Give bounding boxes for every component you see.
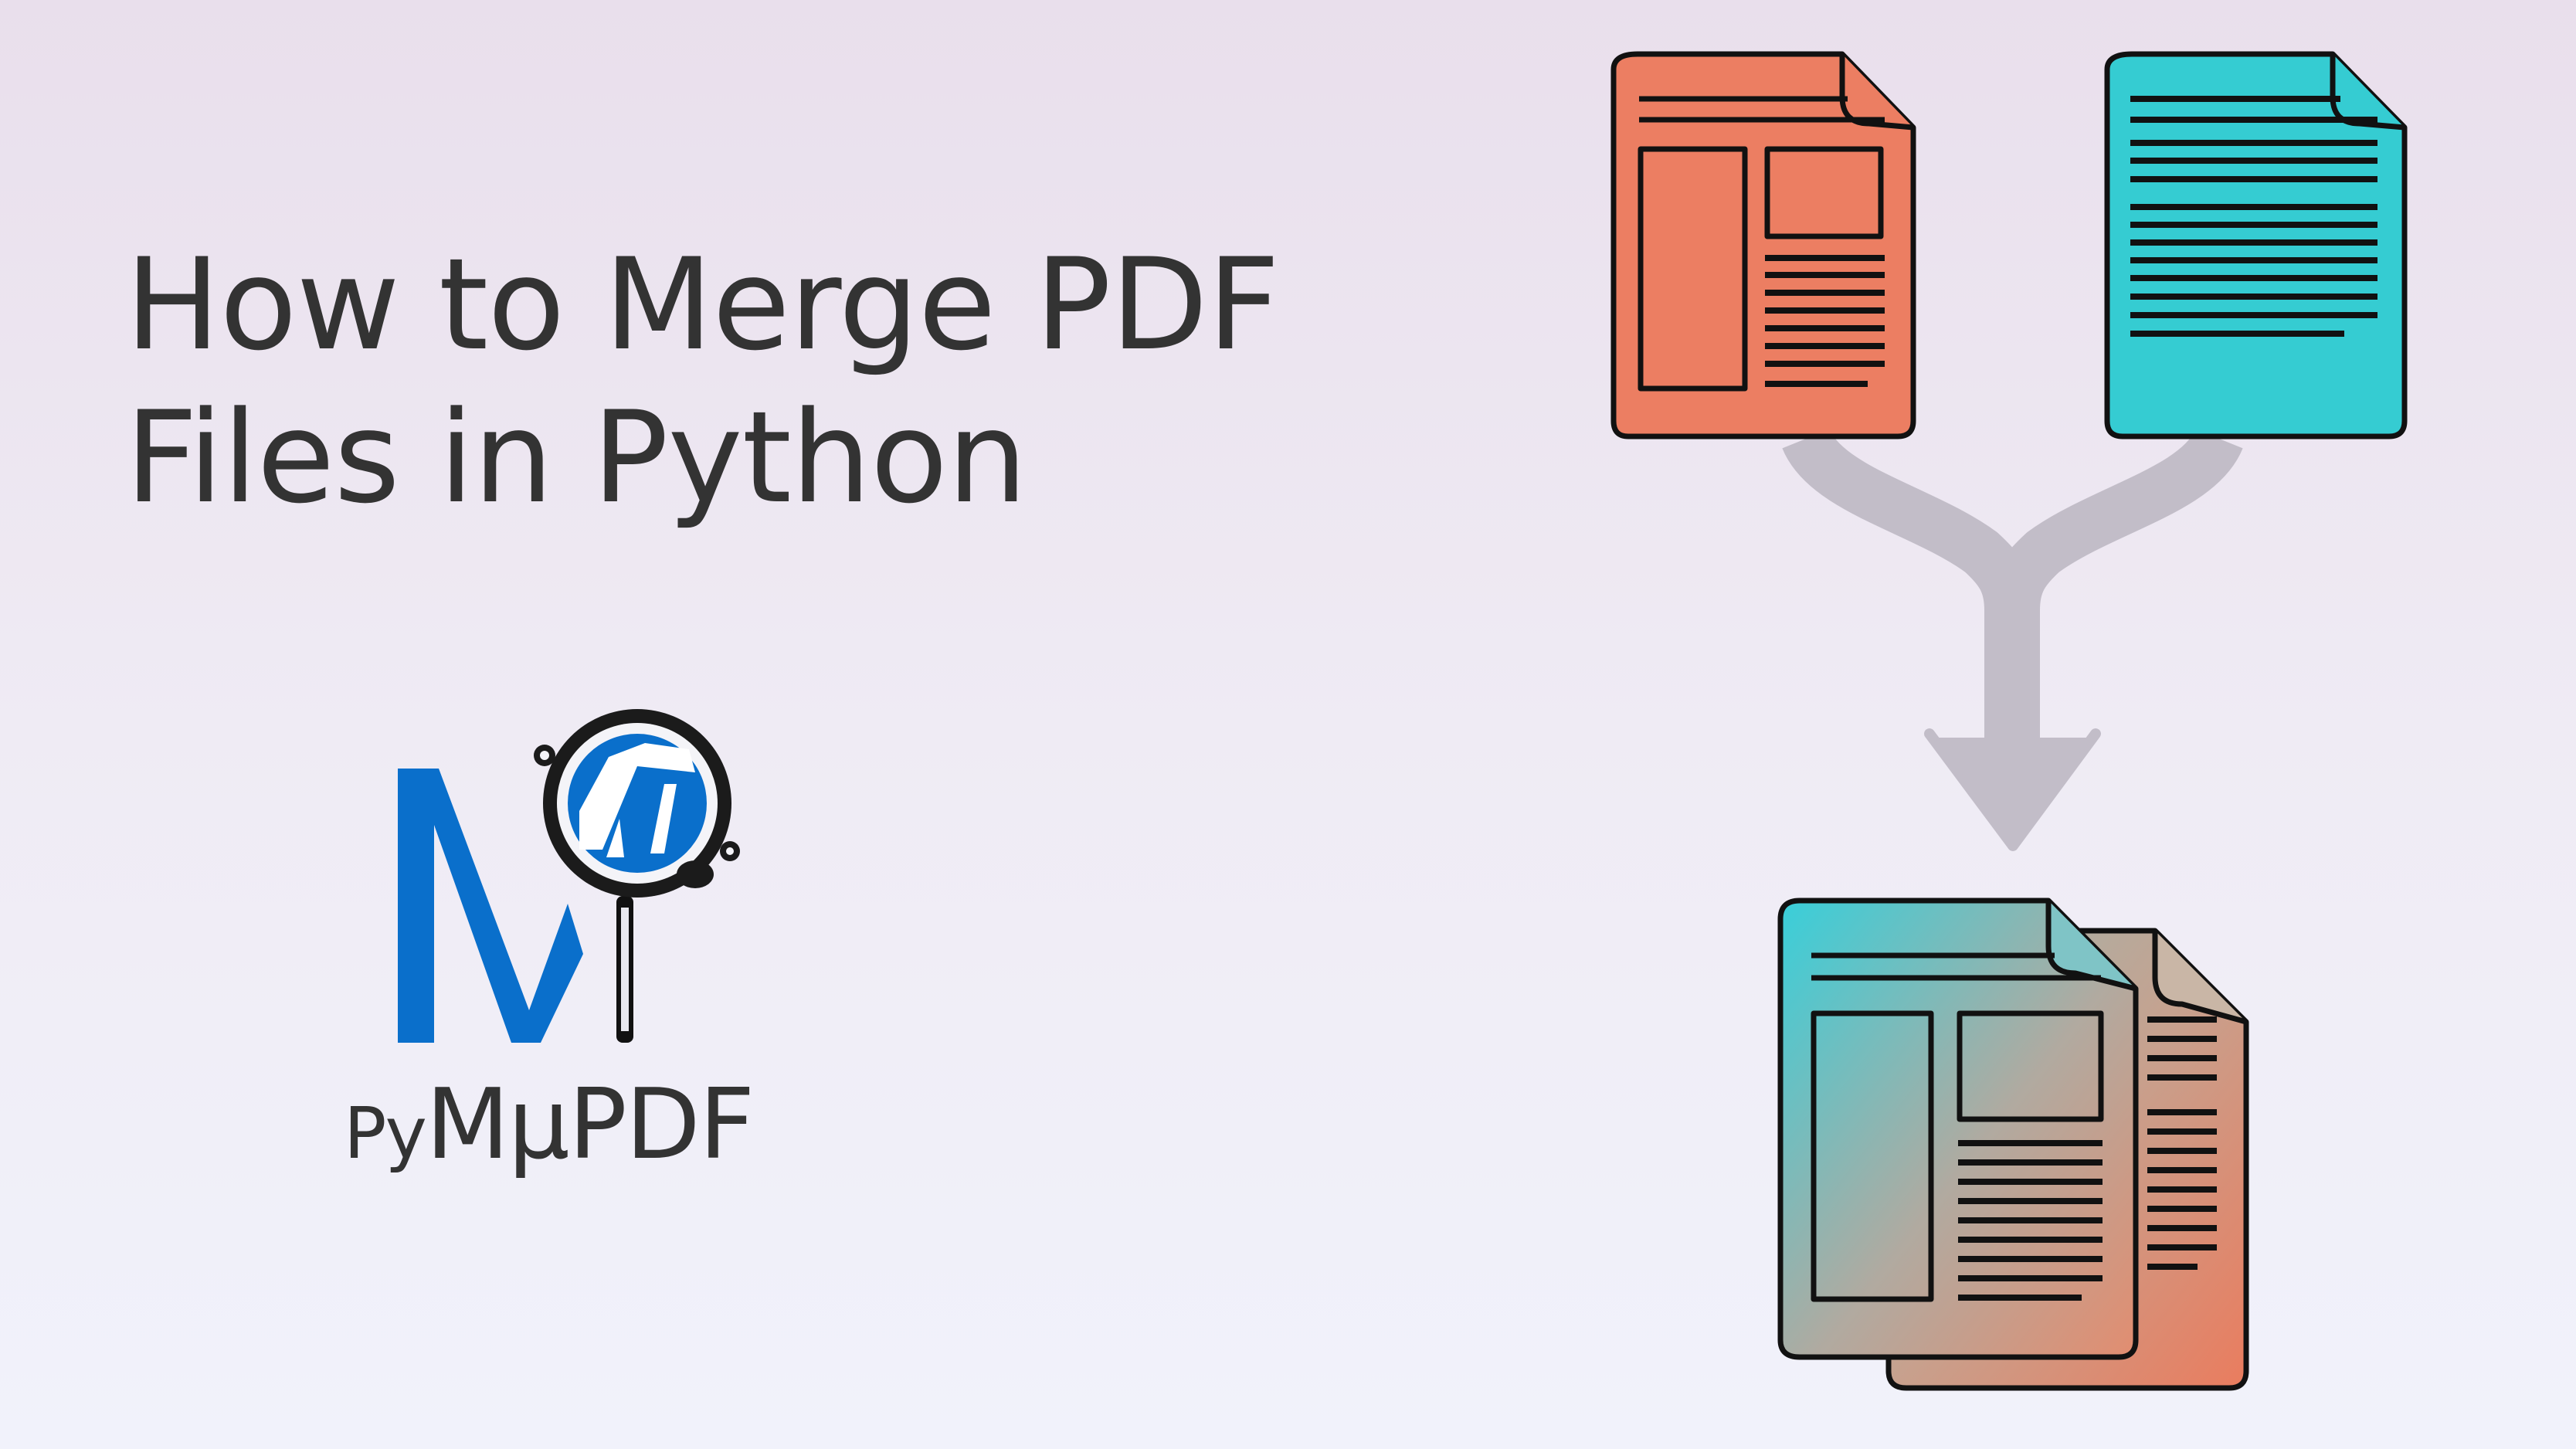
merge-arrow-icon [1782, 427, 2243, 851]
logo-caption-mu: Mµ [425, 1067, 570, 1181]
pymupdf-logo [332, 695, 796, 1189]
teal-document-icon [2104, 51, 2408, 439]
logo-letter-m [398, 769, 583, 1043]
logo-caption-prefix: Py [344, 1092, 427, 1175]
merged-documents-icon [1777, 898, 2249, 1391]
title-line-2: Files in Python [125, 384, 1027, 531]
logo-caption: PyMµPDF [344, 1067, 755, 1181]
logo-caption-suffix: PDF [568, 1067, 755, 1181]
magnifier-logo-icon [398, 709, 740, 1043]
title-line-1: How to Merge PDF [125, 231, 1280, 378]
page-title: How to Merge PDF Files in Python [125, 229, 1280, 534]
orange-document-icon [1610, 51, 1916, 439]
